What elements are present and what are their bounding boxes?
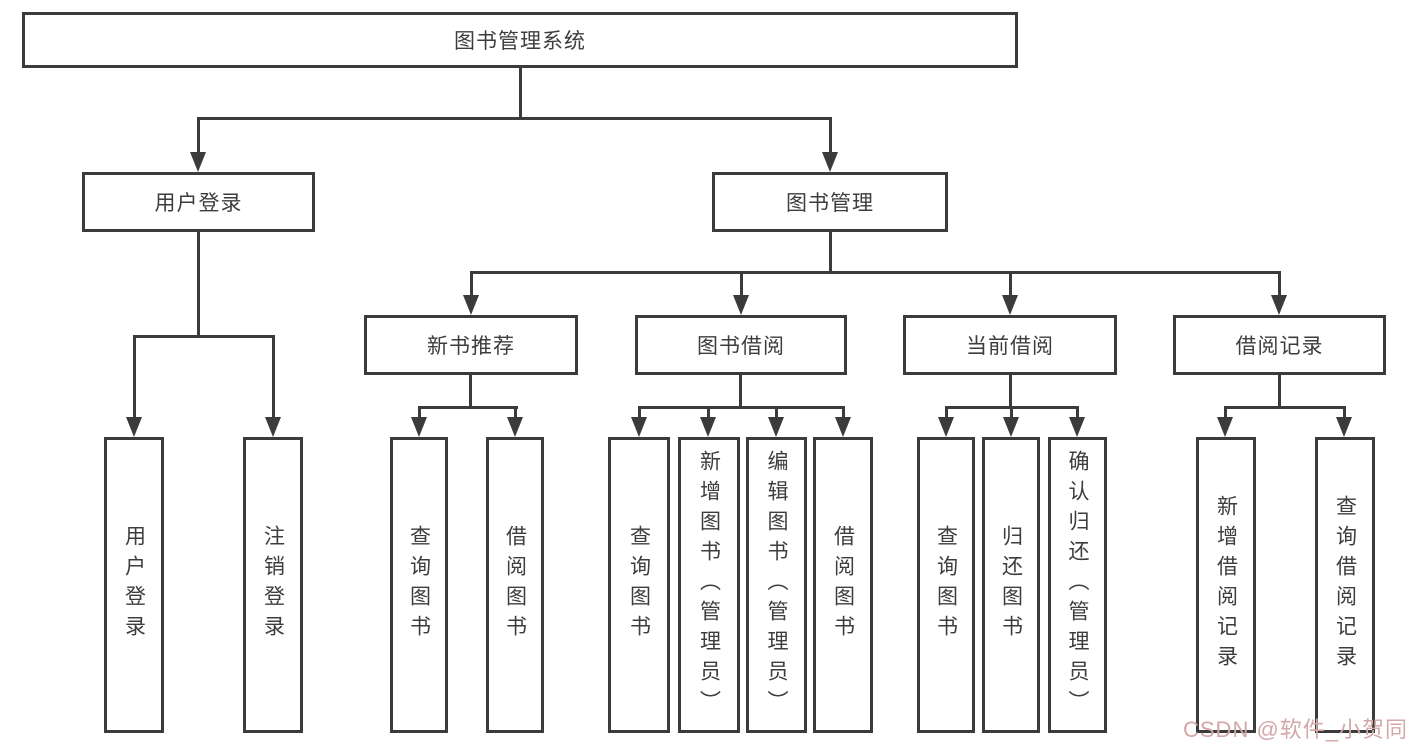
arrow-down-icon: [507, 417, 523, 437]
arrow-down-icon: [1217, 417, 1233, 437]
node-borrow-record-label: 借阅记录: [1235, 335, 1324, 358]
connector-line: [133, 335, 275, 338]
node-user-login-label: 用户登录: [154, 192, 243, 215]
connector-line: [418, 406, 518, 409]
node-book-management-label: 图书管理: [786, 192, 874, 215]
leaf-query-borrow-record-label: 查询借阅记录: [1333, 495, 1357, 675]
connector-line: [829, 117, 832, 155]
connector-line: [945, 406, 948, 420]
leaf-edit-books-admin: 编辑图书（管理员）: [746, 437, 807, 733]
arrow-down-icon: [835, 417, 851, 437]
connector-line: [197, 230, 200, 338]
connector-line: [1009, 271, 1012, 298]
leaf-borrow-books-newrec: 借阅图书: [486, 437, 544, 733]
connector-line: [470, 271, 1281, 274]
leaf-add-borrow-record-label: 新增借阅记录: [1214, 495, 1238, 675]
leaf-query-books-newrec-label: 查询图书: [407, 525, 431, 645]
arrow-down-icon: [1271, 295, 1287, 315]
connector-line: [1278, 271, 1281, 298]
connector-line: [418, 406, 421, 420]
connector-line: [1224, 406, 1346, 409]
connector-line: [1224, 406, 1227, 420]
connector-line: [272, 335, 275, 420]
leaf-return-books: 归还图书: [982, 437, 1040, 733]
leaf-confirm-return-admin-label: 确认归还（管理员）: [1066, 450, 1089, 720]
node-book-borrow: 图书借阅: [635, 315, 847, 375]
connector-line: [638, 406, 641, 420]
connector-line: [1009, 373, 1012, 409]
connector-line: [470, 271, 473, 298]
node-user-login: 用户登录: [82, 172, 315, 232]
connector-line: [519, 66, 522, 119]
arrow-down-icon: [1003, 417, 1019, 437]
leaf-add-books-admin-label: 新增图书（管理员）: [697, 450, 721, 720]
leaf-return-books-label: 归还图书: [999, 525, 1023, 645]
leaf-confirm-return-admin: 确认归还（管理员）: [1048, 437, 1107, 733]
arrow-down-icon: [700, 417, 716, 437]
connector-line: [638, 406, 845, 409]
leaf-user-login-label: 用户登录: [122, 525, 146, 645]
node-new-book-recommend-label: 新书推荐: [427, 335, 515, 358]
leaf-edit-books-admin-label: 编辑图书（管理员）: [765, 450, 788, 720]
connector-line: [829, 230, 832, 274]
arrow-down-icon: [768, 417, 784, 437]
connector-line: [775, 406, 778, 420]
leaf-query-books-newrec: 查询图书: [390, 437, 448, 733]
node-root-label: 图书管理系统: [454, 30, 586, 53]
arrow-down-icon: [1336, 417, 1352, 437]
leaf-add-books-admin: 新增图书（管理员）: [678, 437, 740, 733]
arrow-down-icon: [938, 417, 954, 437]
leaf-borrow-books-borrow: 借阅图书: [813, 437, 873, 733]
arrow-down-icon: [1069, 417, 1085, 437]
connector-line: [1343, 406, 1346, 420]
leaf-borrow-books-borrow-label: 借阅图书: [831, 525, 855, 645]
node-book-management: 图书管理: [712, 172, 948, 232]
connector-line: [197, 117, 832, 120]
arrow-down-icon: [265, 417, 281, 437]
connector-line: [1278, 373, 1281, 409]
arrow-down-icon: [822, 152, 838, 172]
leaf-logout-label: 注销登录: [261, 525, 285, 645]
csdn-watermark: CSDN @软件_小贺同学: [1183, 717, 1405, 742]
connector-line: [1076, 406, 1079, 420]
connector-line: [197, 117, 200, 155]
connector-line: [1010, 406, 1013, 420]
leaf-logout: 注销登录: [243, 437, 303, 733]
leaf-add-borrow-record: 新增借阅记录: [1196, 437, 1256, 733]
arrow-down-icon: [126, 417, 142, 437]
connector-line: [514, 406, 517, 420]
leaf-query-books-borrow-label: 查询图书: [627, 525, 651, 645]
node-book-borrow-label: 图书借阅: [697, 335, 785, 358]
arrow-down-icon: [190, 152, 206, 172]
arrow-down-icon: [631, 417, 647, 437]
node-current-borrow: 当前借阅: [903, 315, 1117, 375]
connector-line: [740, 271, 743, 298]
node-root: 图书管理系统: [22, 12, 1018, 68]
node-borrow-record: 借阅记录: [1173, 315, 1386, 375]
connector-line: [842, 406, 845, 420]
arrow-down-icon: [1002, 295, 1018, 315]
leaf-query-books-current-label: 查询图书: [934, 525, 958, 645]
connector-line: [739, 373, 742, 409]
connector-line: [707, 406, 710, 420]
leaf-query-borrow-record: 查询借阅记录: [1315, 437, 1375, 733]
connector-line: [469, 373, 472, 409]
leaf-query-books-current: 查询图书: [917, 437, 975, 733]
leaf-borrow-books-newrec-label: 借阅图书: [503, 525, 527, 645]
arrow-down-icon: [411, 417, 427, 437]
node-current-borrow-label: 当前借阅: [966, 335, 1054, 358]
node-new-book-recommend: 新书推荐: [364, 315, 578, 375]
leaf-query-books-borrow: 查询图书: [608, 437, 670, 733]
connector-line: [133, 335, 136, 420]
arrow-down-icon: [463, 295, 479, 315]
leaf-user-login: 用户登录: [104, 437, 164, 733]
arrow-down-icon: [733, 295, 749, 315]
